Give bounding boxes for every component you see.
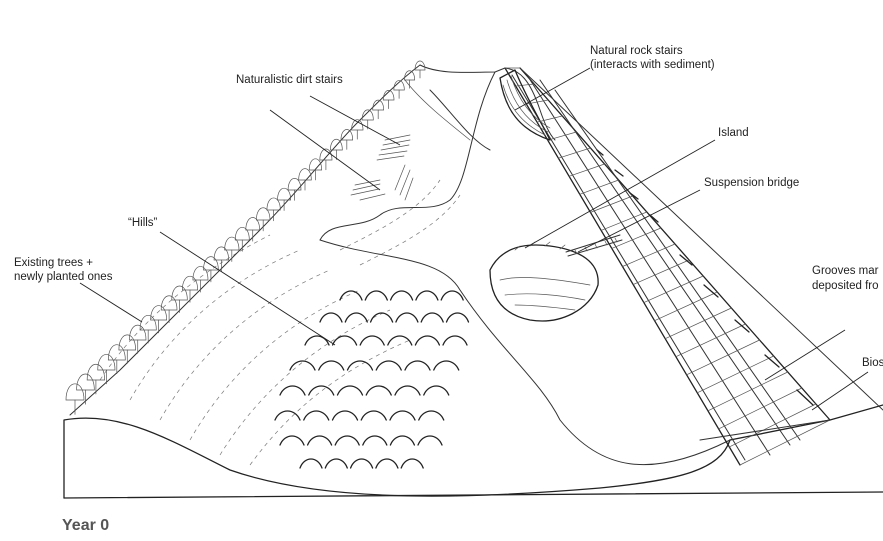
tree-icon <box>256 208 270 231</box>
hill-mound <box>280 436 304 445</box>
tree-icon <box>246 218 260 242</box>
hill-mound <box>320 313 342 322</box>
hill-mound <box>348 361 373 370</box>
label-trees-line1: Existing trees + <box>14 257 93 269</box>
tree-icon <box>66 384 84 415</box>
label-grooves-line2: deposited fro <box>812 280 879 292</box>
hill-mound <box>421 313 443 322</box>
label-hills: “Hills” <box>128 217 158 229</box>
tree-icon <box>383 90 394 108</box>
hill-mound <box>441 291 463 300</box>
natural-rock-stairs <box>500 70 550 140</box>
tree-icon <box>373 100 384 119</box>
island <box>490 242 598 321</box>
hill-mound <box>290 361 315 370</box>
hill-mound <box>360 336 384 345</box>
hill-mound <box>309 386 334 395</box>
tree-icon <box>151 306 167 333</box>
hill-mound <box>418 436 442 445</box>
tree-icon <box>267 198 280 221</box>
hill-mound <box>275 411 300 420</box>
tree-icon <box>140 315 156 343</box>
leader-lines <box>80 68 868 410</box>
hill-mound <box>396 313 418 322</box>
valley-contours <box>100 72 730 465</box>
hill-mound <box>345 313 367 322</box>
hill-mound <box>280 386 305 395</box>
hill-mound <box>395 386 420 395</box>
hill-mound <box>365 291 387 300</box>
label-grooves-line1: Grooves mar <box>812 265 879 277</box>
hill-mound <box>405 361 430 370</box>
hill-mound <box>340 291 362 300</box>
hill-mound <box>376 361 401 370</box>
hill-mound <box>390 436 414 445</box>
annotations: Natural rock stairs (interacts with sedi… <box>14 45 883 369</box>
label-bios: Bios <box>862 357 883 369</box>
tree-icon <box>225 237 239 261</box>
hills-mounds <box>275 291 469 468</box>
hill-mound <box>424 386 449 395</box>
hill-mound <box>308 436 332 445</box>
hill-mound <box>447 313 469 322</box>
tree-icon <box>87 364 105 394</box>
hill-mound <box>443 336 467 345</box>
label-island: Island <box>718 127 749 139</box>
hill-mound <box>338 386 363 395</box>
label-suspension-bridge: Suspension bridge <box>704 177 799 189</box>
suspension-bridge <box>566 235 622 256</box>
tree-icon <box>119 335 136 364</box>
ground-block <box>64 405 883 498</box>
hill-mound <box>300 459 322 468</box>
hill-mound <box>335 436 359 445</box>
tree-icon <box>108 345 125 374</box>
hill-mound <box>305 336 329 345</box>
hill-mound <box>363 436 387 445</box>
hill-mound <box>401 459 423 468</box>
tree-icon <box>203 257 218 282</box>
tree-icon <box>415 61 425 78</box>
hill-mound <box>304 411 329 420</box>
hill-mound <box>333 411 358 420</box>
dirt-stairs <box>351 135 413 200</box>
tree-line <box>66 61 425 414</box>
hill-mound <box>351 459 373 468</box>
diagram-title: Year 0 <box>62 517 109 534</box>
hill-mound <box>333 336 357 345</box>
tree-icon <box>235 227 249 251</box>
hill-mound <box>391 291 413 300</box>
hill-mound <box>361 411 386 420</box>
hill-mound <box>319 361 344 370</box>
hill-mound <box>419 411 444 420</box>
hill-mound <box>390 411 415 420</box>
label-rock-stairs-line2: (interacts with sediment) <box>590 59 715 71</box>
hill-mound <box>415 336 439 345</box>
label-dirt-stairs: Naturalistic dirt stairs <box>236 74 343 86</box>
hill-mound <box>434 361 459 370</box>
hill-mound <box>325 459 347 468</box>
hill-mound <box>366 386 391 395</box>
hill-mound <box>376 459 398 468</box>
tree-icon <box>394 81 404 99</box>
label-trees-line2: newly planted ones <box>14 271 113 283</box>
label-rock-stairs-line1: Natural rock stairs <box>590 45 683 57</box>
tree-icon <box>341 129 353 149</box>
tree-icon <box>288 178 301 200</box>
hill-mound <box>416 291 438 300</box>
